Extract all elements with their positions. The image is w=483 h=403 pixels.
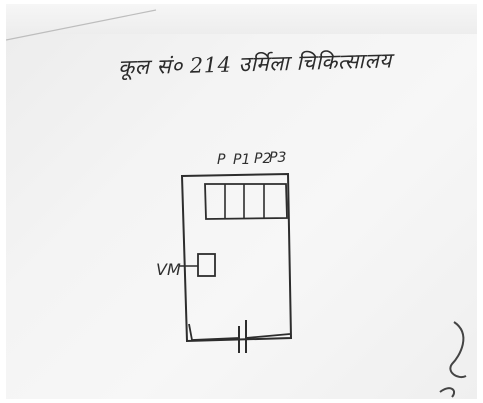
label-p3: P3 xyxy=(269,150,287,166)
paper-sheet: कूल सं० 214 उर्मिला चिकित्सालय P P1 P2 P… xyxy=(6,4,477,399)
cell-diagram xyxy=(6,9,467,398)
label-p: P xyxy=(217,152,226,168)
label-vm: VM xyxy=(156,260,181,279)
outer-box xyxy=(180,172,293,343)
label-p2: P2 xyxy=(254,151,272,167)
top-strip xyxy=(6,4,477,34)
scribble-mark xyxy=(449,321,467,378)
top-box-row xyxy=(204,183,288,220)
bottom-wire-right xyxy=(245,333,291,339)
vm-element xyxy=(197,253,216,277)
label-p1: P1 xyxy=(233,152,251,168)
bottom-wire-left xyxy=(188,323,239,341)
